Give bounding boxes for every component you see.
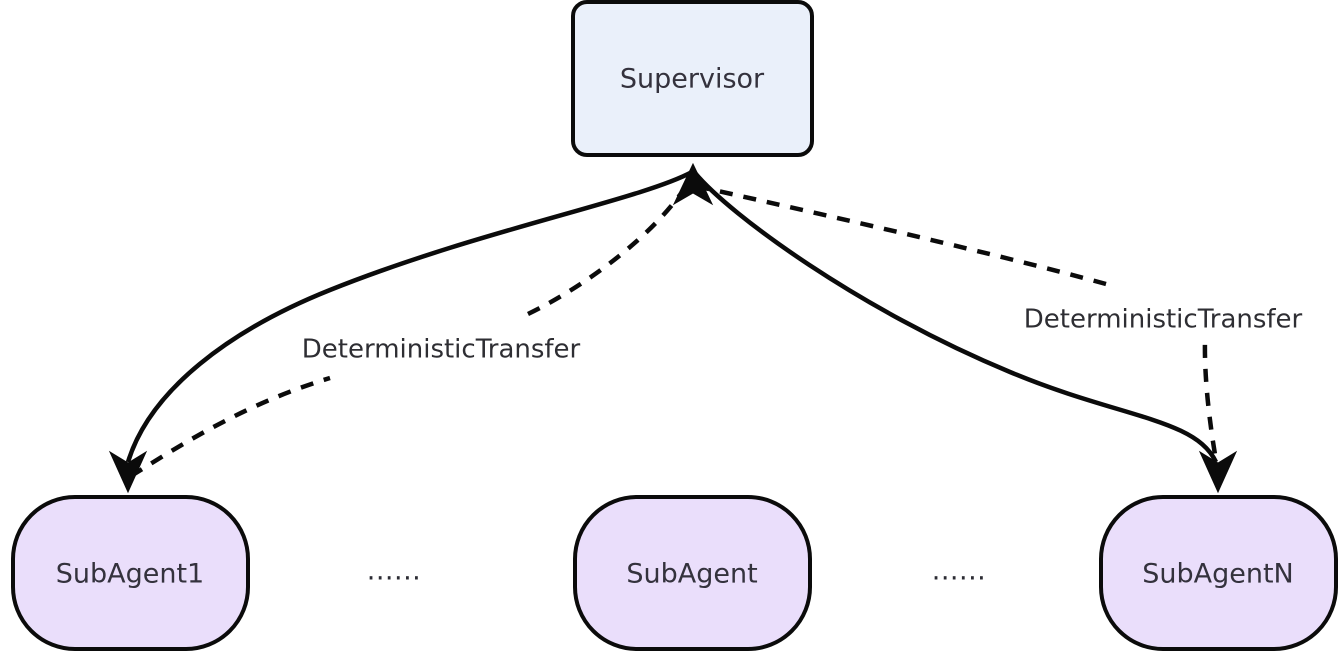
supervisor-label: Supervisor (620, 64, 765, 95)
ellipsis-left: ...... (367, 556, 422, 587)
node-subagent[interactable]: SubAgent (573, 495, 812, 651)
edge-label-deterministic-transfer-left: DeterministicTransfer (302, 335, 581, 365)
arrowhead-down-subagent1 (108, 450, 148, 494)
subagent1-box[interactable] (11, 495, 250, 651)
edge-subagentn-to-supervisor-upper (699, 184, 1107, 287)
ellipsis-right: ...... (932, 556, 987, 587)
edge-label-group: DeterministicTransfer DeterministicTrans… (296, 301, 1310, 369)
node-subagent1[interactable]: SubAgent1 (11, 495, 250, 651)
label-left-backdrop (296, 331, 588, 369)
edge-label-deterministic-transfer-right: DeterministicTransfer (1024, 305, 1303, 335)
edge-supervisor-to-subagent1 (125, 170, 694, 463)
subagent-label: SubAgent (626, 559, 757, 590)
supervisor-box[interactable] (571, 0, 814, 157)
edge-subagent1-to-supervisor-lower (129, 375, 331, 478)
arrowhead-up-supervisor (672, 162, 714, 206)
subagent-box[interactable] (573, 495, 812, 651)
node-supervisor[interactable]: Supervisor (571, 0, 814, 157)
subagent1-label: SubAgent1 (56, 559, 205, 590)
node-subagentn[interactable]: SubAgentN (1099, 495, 1338, 651)
edge-supervisor-to-subagentn (693, 171, 1219, 464)
subagentn-label: SubAgentN (1142, 559, 1294, 590)
edge-subagentn-to-supervisor-lower (1202, 339, 1222, 478)
ellipsis-group: ...... ...... (367, 556, 987, 587)
edge-subagent1-to-supervisor-upper (527, 178, 692, 317)
subagentn-box[interactable] (1099, 495, 1338, 651)
label-right-backdrop (1018, 301, 1310, 339)
edge-group (108, 162, 1238, 494)
